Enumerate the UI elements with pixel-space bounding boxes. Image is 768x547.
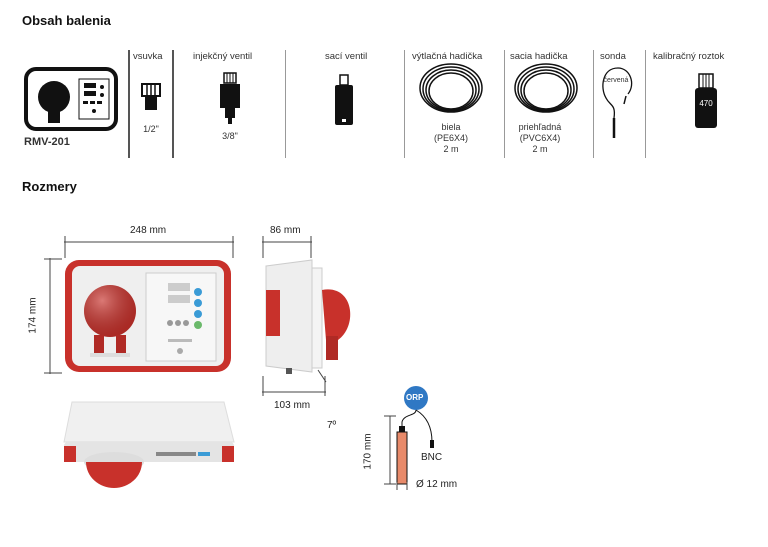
pump-model-label: RMV-201 (24, 136, 70, 148)
front-height-label: 174 mm (27, 297, 39, 334)
side-width-dimension-line (262, 236, 312, 258)
side-width-label: 86 mm (270, 225, 301, 236)
item-label-calibration: kalibračný roztok (653, 51, 725, 62)
item-label-suction-valve: sací ventil (325, 51, 368, 62)
item-label-discharge-hose: výtlačná hadička (412, 51, 483, 62)
item-label-suction-hose: sacia hadička (510, 51, 568, 62)
item-label-probe: sonda (600, 51, 626, 62)
calibration-bottle-icon (695, 73, 717, 128)
item-label-nipple: vsuvka (133, 51, 163, 62)
probe-diameter-label: Ø 12 mm (416, 479, 458, 490)
side-depth-label: 103 mm (274, 400, 311, 411)
discharge-hose-type: (PE6X4) (433, 133, 468, 143)
probe-length-label: 170 mm (362, 433, 374, 470)
injection-valve-size: 3/8" (222, 131, 238, 141)
separator (504, 50, 505, 158)
discharge-hose-length: 2 m (443, 144, 459, 154)
side-depth-dimension-line (262, 376, 326, 396)
suction-hose-icon (514, 63, 578, 113)
separator (172, 50, 174, 158)
dimensions-title: Rozmery (22, 179, 77, 194)
probe-label: ORP (406, 393, 424, 402)
calibration-value: 470 (699, 99, 713, 108)
pump-side-view (265, 259, 351, 383)
suction-hose-type: (PVC6X4) (519, 133, 561, 143)
separator (645, 50, 646, 158)
probe-icon (602, 67, 633, 138)
discharge-hose-color: biela (441, 122, 461, 132)
pump-front-view (65, 260, 231, 372)
package-title: Obsah balenia (22, 13, 111, 28)
probe-color: červená (603, 77, 629, 84)
probe-connector-label: BNC (421, 452, 443, 463)
front-width-dimension-line (64, 236, 234, 258)
separator (404, 50, 405, 158)
discharge-hose-icon (419, 63, 483, 113)
separator (285, 50, 286, 158)
pump-unit-icon (24, 67, 118, 131)
front-height-dimension-line (44, 258, 62, 374)
pump-bottom-view (63, 401, 235, 488)
suction-valve-icon (335, 74, 353, 125)
suction-hose-color: priehľadná (518, 122, 562, 132)
front-width-label: 248 mm (130, 225, 167, 236)
orp-probe-drawing (384, 386, 434, 490)
injection-valve-icon (220, 72, 240, 124)
nipple-size: 1/2" (143, 124, 159, 134)
separator (128, 50, 130, 158)
angle-label: 7º (327, 420, 337, 431)
nipple-icon (141, 83, 161, 110)
suction-hose-length: 2 m (532, 144, 548, 154)
separator (593, 50, 594, 158)
item-label-injection-valve: injekčný ventil (193, 51, 253, 62)
